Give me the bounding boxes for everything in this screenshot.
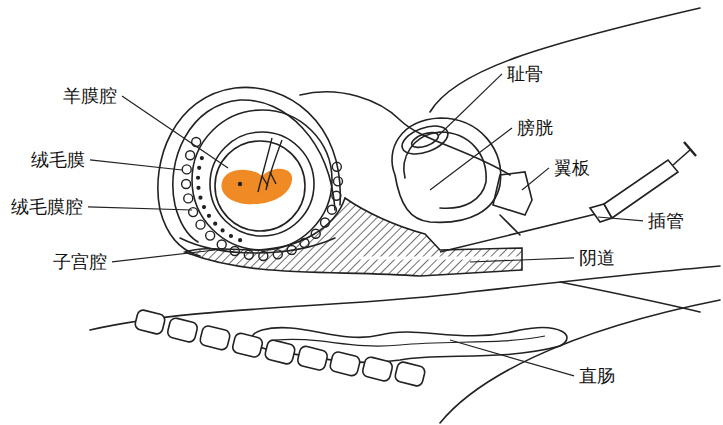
- villus: [184, 194, 193, 203]
- villus: [186, 151, 195, 160]
- villus: [332, 162, 341, 171]
- vertebra: [394, 361, 426, 387]
- label-text: 绒毛膜: [31, 149, 85, 170]
- leader-line: [122, 96, 228, 168]
- chorion-dot: [200, 157, 203, 160]
- chorion-dot: [214, 222, 217, 225]
- part-label: 插管: [647, 211, 685, 231]
- villus: [217, 240, 226, 249]
- leader-line: [88, 207, 192, 210]
- part-label: 绒毛膜: [30, 150, 86, 170]
- vertebra: [264, 339, 296, 365]
- label-text: 直肠: [579, 365, 615, 386]
- vertebra: [329, 351, 361, 377]
- vertebra: [296, 345, 328, 371]
- chorion-dot: [221, 229, 224, 232]
- leader-line: [522, 168, 549, 190]
- leader-line: [598, 217, 643, 221]
- villus: [192, 138, 201, 147]
- chorion-dot: [199, 196, 202, 199]
- villus: [182, 165, 191, 174]
- vertebra: [166, 317, 198, 343]
- label-text: 插管: [648, 210, 684, 231]
- label-text: 膀胱: [517, 117, 553, 138]
- villus: [182, 179, 191, 188]
- villus: [189, 208, 198, 217]
- leader-line: [112, 250, 215, 262]
- vertebra: [134, 309, 166, 335]
- label-text: 耻骨: [507, 63, 543, 84]
- label-text: 子宫腔: [53, 251, 107, 272]
- chorion-dot: [208, 214, 211, 217]
- villus: [196, 220, 205, 229]
- label-text: 阴道: [579, 247, 615, 268]
- chorion-dot: [198, 166, 201, 169]
- villus: [327, 205, 336, 214]
- leader-line: [90, 160, 182, 170]
- chorion-dot: [203, 206, 206, 209]
- vertebra: [199, 325, 231, 351]
- villus: [206, 231, 215, 240]
- chorion-dot: [197, 176, 200, 179]
- part-label: 直肠: [578, 366, 616, 386]
- chorion-dot: [197, 186, 200, 189]
- leader-line: [438, 74, 502, 136]
- part-label: 翼板: [553, 158, 591, 178]
- chorion-dot: [239, 239, 242, 242]
- vertebra: [231, 332, 263, 358]
- part-label: 绒毛膜腔: [10, 197, 84, 217]
- leader-line: [430, 128, 512, 190]
- label-text: 羊膜腔: [63, 85, 117, 106]
- villus: [332, 191, 341, 200]
- part-label: 羊膜腔: [62, 86, 118, 106]
- chorion-dot: [230, 235, 233, 238]
- villus: [333, 177, 342, 186]
- part-label: 子宫腔: [52, 252, 108, 272]
- leader-line: [450, 340, 574, 376]
- vertebra: [361, 356, 393, 382]
- part-label: 耻骨: [506, 64, 544, 84]
- label-text: 翼板: [554, 157, 590, 178]
- part-label: 膀胱: [516, 118, 554, 138]
- leader-line: [470, 258, 574, 262]
- label-text: 绒毛膜腔: [11, 196, 83, 217]
- part-label: 阴道: [578, 248, 616, 268]
